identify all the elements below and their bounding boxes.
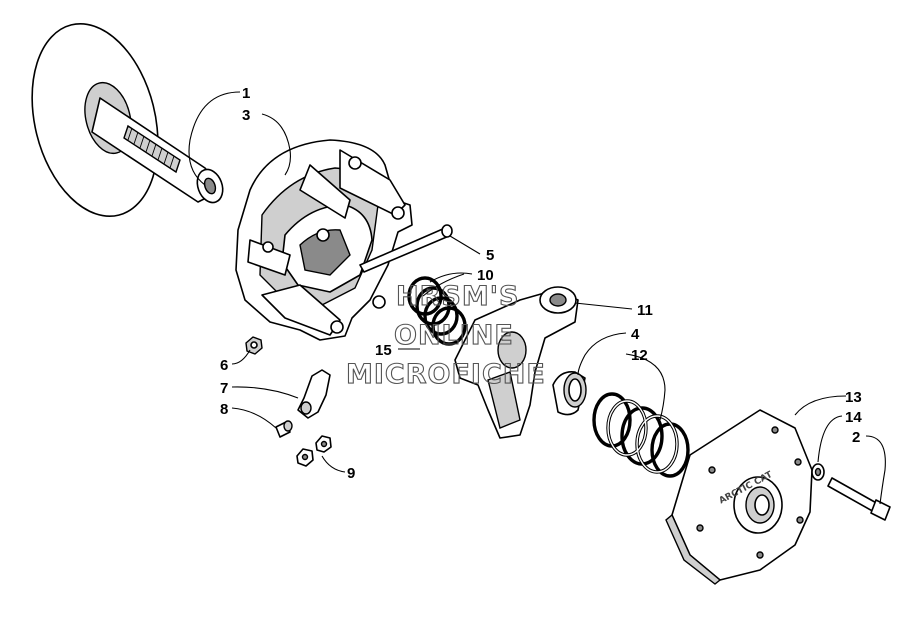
- watermark-line-1: HRSM'S: [396, 281, 519, 312]
- roller-arm: [454, 286, 579, 439]
- leader-lines: [188, 91, 886, 505]
- callout-9: 9: [347, 465, 355, 482]
- callout-13: 13: [845, 389, 862, 406]
- cover-housing: [235, 139, 413, 341]
- movable-sheave-shaft: [31, 23, 224, 217]
- pivot-pin: [359, 224, 453, 273]
- callout-11: 11: [637, 302, 653, 319]
- callout-6: 6: [220, 357, 228, 374]
- thrust-washers: [296, 435, 332, 467]
- roller: [275, 420, 293, 438]
- callout-8: 8: [220, 401, 228, 418]
- callout-2: 2: [852, 429, 860, 446]
- callout-15: 15: [375, 342, 392, 359]
- callout-3: 3: [242, 107, 250, 124]
- cap-screw: [827, 477, 891, 521]
- callout-7: 7: [220, 380, 228, 397]
- watermark-line-3: MICROFICHE: [346, 359, 546, 390]
- large-spring: [592, 392, 690, 478]
- callout-14: 14: [845, 409, 862, 426]
- bushing: [552, 370, 587, 416]
- callout-labels: 1 3 5 10 11 15 4 12 6 7 8 9 13 14 2: [220, 85, 862, 482]
- washer: [811, 463, 825, 481]
- callout-12: 12: [631, 347, 648, 364]
- small-spring: [407, 276, 467, 346]
- callout-1: 1: [242, 85, 250, 102]
- callout-5: 5: [486, 247, 494, 264]
- cover-plate: ARCTIC CAT: [665, 409, 813, 585]
- lock-nut: [245, 336, 263, 355]
- watermark: HRSM'S ONLINE MICROFICHE: [345, 280, 546, 390]
- callout-4: 4: [631, 326, 640, 343]
- callout-10: 10: [477, 267, 494, 284]
- cam-arm: [297, 369, 331, 419]
- watermark-line-2: ONLINE: [394, 320, 514, 351]
